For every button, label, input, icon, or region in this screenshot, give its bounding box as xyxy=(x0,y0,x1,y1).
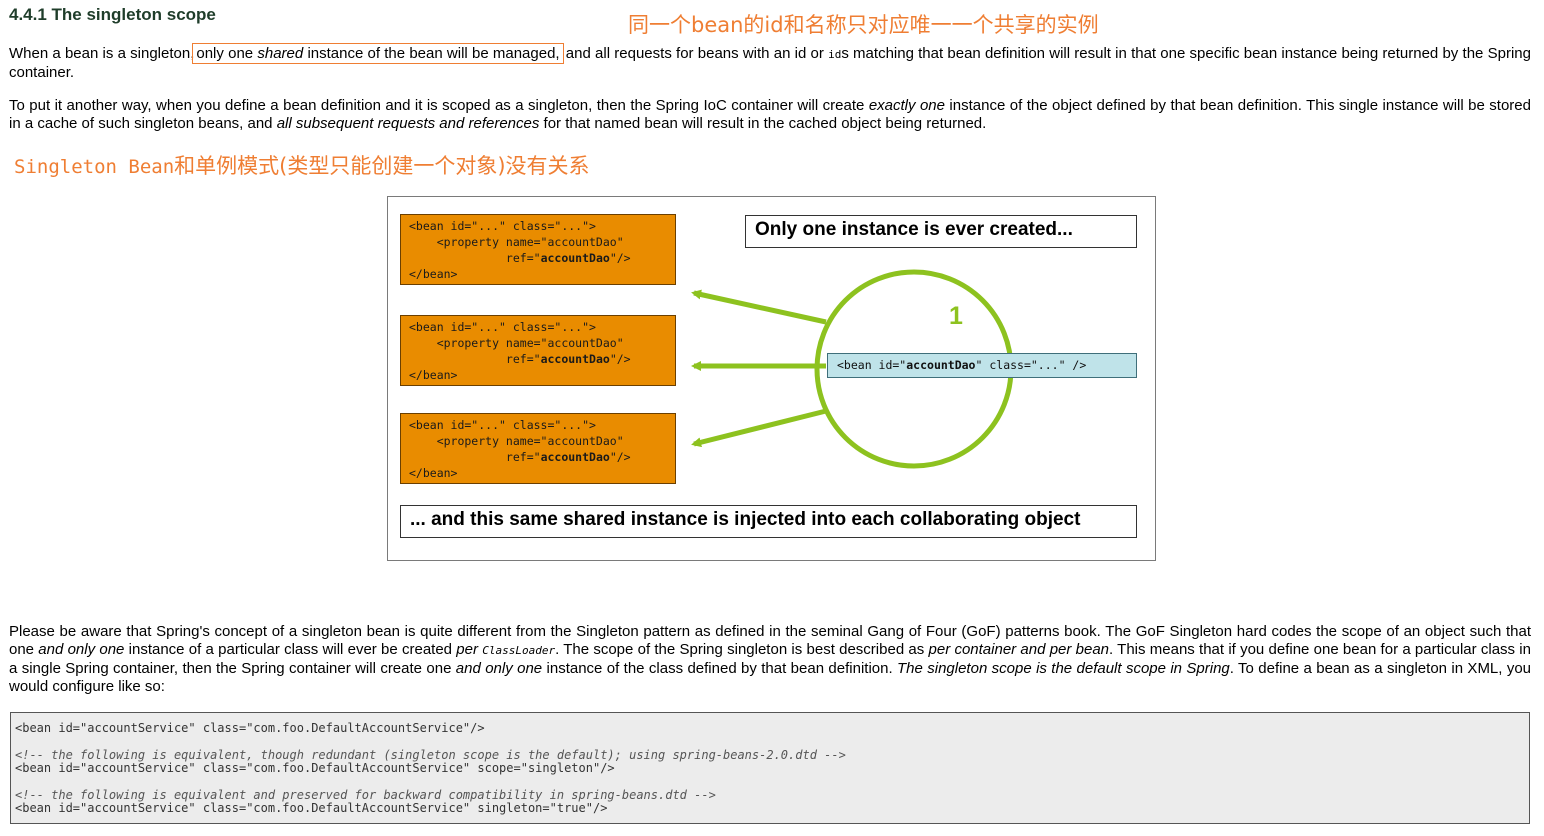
para3-em1: and only one xyxy=(38,641,125,658)
para3-d: . This means that if you define one bean… xyxy=(9,641,1531,677)
para3-f: . To define a bean as a singleton in XML… xyxy=(9,660,1532,695)
para1-mid: and all requests for beans with an id or xyxy=(561,45,829,62)
bean-line: <property name="accountDao" xyxy=(409,336,624,350)
para2-em2: all subsequent requests and references xyxy=(276,115,540,132)
para1-after: s matching that bean definition will res… xyxy=(9,45,1531,81)
arrow-1 xyxy=(691,289,827,325)
bean-line: ref=" xyxy=(409,251,541,265)
para3-a: Please be aware that Spring's concept of… xyxy=(9,623,1531,658)
bean-line: ref=" xyxy=(409,352,541,366)
bean-line: <bean id="..." class="..."> xyxy=(409,320,596,334)
bean-definition-1: <bean id="..." class="..."> <property na… xyxy=(400,214,676,285)
annotation-top: 同一个bean的id和名称只对应唯一一个共享的实例 xyxy=(628,13,1099,37)
annotation-middle: Singleton Bean和单例模式(类型只能创建一个对象)没有关系 xyxy=(14,150,590,180)
highlight-emphasis: shared xyxy=(257,45,304,62)
code-comment: <!-- the following is equivalent and pre… xyxy=(15,787,716,802)
bean-line: </bean> xyxy=(409,267,458,281)
bean-line: </bean> xyxy=(409,368,458,382)
para1-before: When a bean is a singleton, xyxy=(9,45,195,62)
para3-em5: The singleton scope is the default scope… xyxy=(897,660,1230,677)
diagram-top-label: Only one instance is ever created... xyxy=(745,215,1137,248)
highlight-text-a: only one xyxy=(196,45,258,62)
para2-a: To put it another way, when you define a… xyxy=(9,97,869,114)
paragraph-intro: When a bean is a singleton,only one shar… xyxy=(9,43,1531,82)
bean-definition-3: <bean id="..." class="..."> <property na… xyxy=(400,413,676,484)
bean-line: <property name="accountDao" xyxy=(409,235,624,249)
xml-code-block: <bean id="accountService" class="com.foo… xyxy=(10,712,1530,824)
bean-line: </bean> xyxy=(409,466,458,480)
highlight-text-b: instance of the bean will be managed, xyxy=(303,45,560,62)
bean-ref: accountDao xyxy=(540,450,610,464)
bean-line: "/> xyxy=(609,251,631,265)
bean-line: "/> xyxy=(609,352,631,366)
shared-bean-definition: <bean id="accountDao" class="..." /> xyxy=(827,353,1137,378)
bean-line: "/> xyxy=(609,450,631,464)
code-gap xyxy=(15,776,1529,789)
highlighted-phrase: only one shared instance of the bean wil… xyxy=(192,43,564,64)
bean-ref: accountDao xyxy=(540,251,610,265)
bean-line: ref=" xyxy=(409,450,541,464)
bean-line: <property name="accountDao" xyxy=(409,434,624,448)
annotation-middle-code: Singleton Bean xyxy=(14,156,175,178)
para3-c: . The scope of the Spring singleton is b… xyxy=(555,641,929,658)
shared-bean-text: <bean id=" xyxy=(837,358,907,372)
diagram-bottom-label: ... and this same shared instance is inj… xyxy=(400,505,1137,538)
para3-e: instance of the class defined by that be… xyxy=(542,660,898,677)
arrow-3 xyxy=(691,408,827,448)
bean-line: <bean id="..." class="..."> xyxy=(409,219,596,233)
code-comment: <!-- the following is equivalent, though… xyxy=(15,747,846,762)
instance-count: 1 xyxy=(949,302,963,330)
shared-bean-text: " class="..." /> xyxy=(975,358,1087,372)
para3-code: ClassLoader xyxy=(482,644,556,657)
para1-code: id xyxy=(828,48,842,61)
singleton-diagram: <bean id="..." class="..."> <property na… xyxy=(387,196,1156,561)
paragraph-explanation: To put it another way, when you define a… xyxy=(9,97,1531,133)
paragraph-gof-comparison: Please be aware that Spring's concept of… xyxy=(9,623,1531,696)
annotation-middle-text: 和单例模式(类型只能创建一个对象)没有关系 xyxy=(174,154,590,178)
para3-em3: per container and per bean xyxy=(928,641,1110,658)
section-heading: 4.4.1 The singleton scope xyxy=(9,5,216,24)
para3-b: instance of a particular class will ever… xyxy=(124,641,457,658)
bean-definition-2: <bean id="..." class="..."> <property na… xyxy=(400,315,676,386)
para3-em2: per xyxy=(456,641,483,658)
para3-em4: and only one xyxy=(455,660,543,677)
code-line: <bean id="accountService" class="com.foo… xyxy=(15,721,485,735)
shared-bean-id: accountDao xyxy=(906,358,976,372)
para2-em1: exactly one xyxy=(868,97,945,114)
bean-line: <bean id="..." class="..."> xyxy=(409,418,596,432)
para2-c: for that named bean will result in the c… xyxy=(539,115,987,132)
bean-ref: accountDao xyxy=(540,352,610,366)
code-line: <bean id="accountService" class="com.foo… xyxy=(15,801,608,815)
code-line: <bean id="accountService" class="com.foo… xyxy=(15,761,615,775)
para2-b: instance of the object defined by that b… xyxy=(9,97,1531,132)
code-gap xyxy=(15,736,1529,749)
